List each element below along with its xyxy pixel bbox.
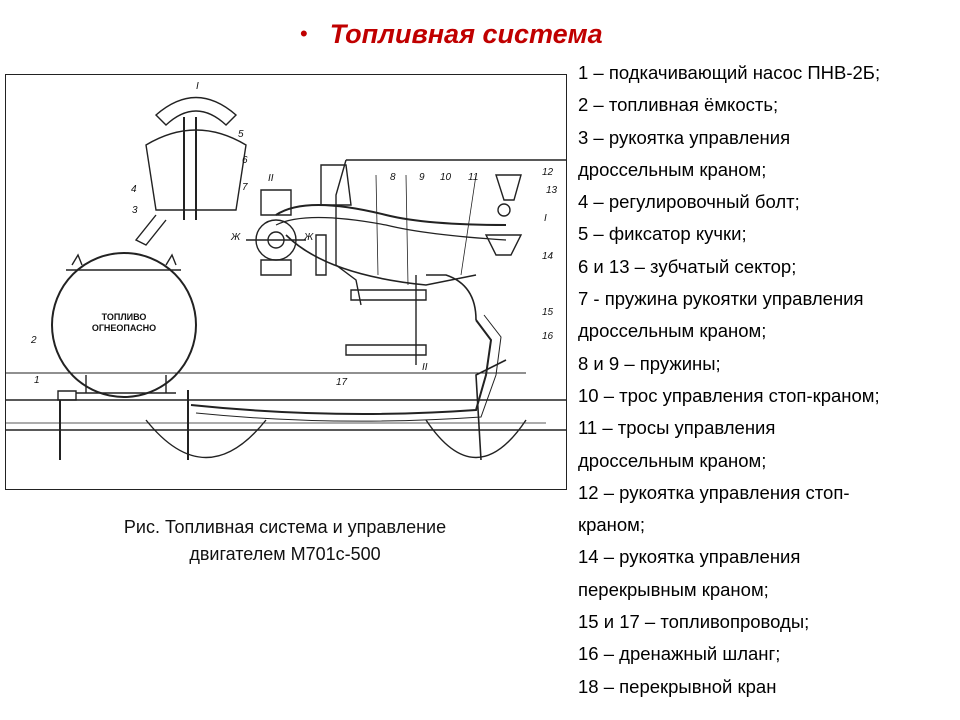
- legend-item: перекрывным краном;: [578, 578, 769, 600]
- callout-10: 10: [440, 172, 452, 183]
- callout-16: 16: [542, 331, 554, 342]
- fuel-system-drawing: ТОПЛИВО ОГНЕОПАСНО 1 2 3 4 5 6 7 8 9 10 …: [6, 81, 566, 461]
- legend-item: 10 – трос управления стоп-краном;: [578, 384, 880, 406]
- view-mark-right: I: [544, 213, 547, 224]
- legend-item: 16 – дренажный шланг;: [578, 643, 781, 665]
- throttle-lever-3: [134, 214, 167, 246]
- view-mark-top: I: [196, 81, 199, 92]
- toothed-sector-6: [154, 96, 238, 126]
- tank-label-2: ОГНЕОПАСНО: [92, 323, 156, 333]
- legend-list: 1 – подкачивающий насос ПНВ-2Б; 2 – топл…: [578, 57, 953, 703]
- fuel-system-figure: ТОПЛИВО ОГНЕОПАСНО 1 2 3 4 5 6 7 8 9 10 …: [5, 74, 567, 490]
- view-mark-ii: II: [268, 173, 274, 184]
- legend-item: краном;: [578, 514, 646, 536]
- caption-line-1: Рис. Топливная система и управление: [123, 517, 447, 537]
- view-mark-bottom: II: [422, 362, 428, 373]
- callout-12: 12: [542, 167, 554, 178]
- throttle-handle-assembly: [145, 129, 247, 211]
- slide-title-row: • Топливная система: [300, 14, 603, 54]
- callout-7: 7: [242, 182, 248, 193]
- callout-17: 17: [336, 377, 348, 388]
- cable-10: [275, 204, 507, 226]
- callout-9: 9: [419, 172, 425, 183]
- callout-2: 2: [30, 335, 37, 346]
- legend-item: 15 и 17 – топливопроводы;: [578, 611, 810, 633]
- legend-item: 3 – рукоятка управления: [578, 126, 791, 148]
- callout-5: 5: [238, 129, 244, 140]
- view-mark-zh-left: Ж: [230, 232, 241, 243]
- callout-15: 15: [542, 307, 554, 318]
- legend-item: 4 – регулировочный болт;: [578, 191, 800, 213]
- fuel-line-17: [190, 319, 493, 415]
- title-bullet: •: [300, 21, 308, 46]
- legend-item: 2 – топливная ёмкость;: [578, 94, 779, 116]
- callout-14: 14: [542, 251, 554, 262]
- callout-11: 11: [468, 172, 478, 183]
- throttle-bracket: [350, 289, 427, 301]
- sector-13: [484, 234, 523, 256]
- fuel-line-15: [195, 314, 502, 422]
- fuel-tank: [51, 252, 197, 398]
- pump-body: [57, 390, 77, 401]
- legend-item: 18 – перекрывной кран: [578, 675, 777, 697]
- view-mark-zh-right: Ж: [303, 232, 314, 243]
- legend-item: 1 – подкачивающий насос ПНВ-2Б;: [578, 62, 881, 83]
- legend-item: дроссельным краном;: [578, 158, 767, 180]
- callout-6: 6: [242, 155, 248, 166]
- legend-item: дроссельным краном;: [578, 320, 767, 342]
- legend-item: 8 и 9 – пружины;: [578, 352, 721, 374]
- callout-3: 3: [132, 205, 138, 216]
- drain-hose: [475, 359, 507, 461]
- legend-item: 14 – рукоятка управления: [578, 546, 801, 568]
- caption-line-2: двигателем М701с-500: [189, 544, 381, 564]
- legend-item: 11 – тросы управления: [578, 417, 776, 439]
- callout-13: 13: [546, 185, 558, 196]
- tank-label-1: ТОПЛИВО: [102, 312, 147, 322]
- callout-1: 1: [34, 375, 40, 386]
- slide-title: Топливная система: [329, 18, 603, 49]
- legend-item: 6 и 13 – зубчатый сектор;: [578, 255, 797, 277]
- legend-item: 12 – рукоятка управления стоп-: [578, 481, 850, 503]
- callout-4: 4: [131, 184, 137, 195]
- frame-rail-top: [6, 399, 566, 431]
- callout-8: 8: [390, 172, 396, 183]
- tank-straps: [76, 375, 176, 394]
- wheel-arc-right: [425, 419, 527, 458]
- stop-cock-handle: [495, 174, 522, 201]
- cable-8: [285, 234, 477, 286]
- fuel-cock: [345, 344, 427, 356]
- legend-item: 5 – фиксатор кучки;: [578, 223, 747, 245]
- legend-item: 7 - пружина рукоятки управления: [578, 288, 864, 310]
- figure-caption: Рис. Топливная система и управление двиг…: [70, 514, 500, 568]
- cable-11: [275, 216, 507, 241]
- wheel-arc-left: [145, 419, 267, 458]
- legend-item: дроссельным краном;: [578, 449, 767, 471]
